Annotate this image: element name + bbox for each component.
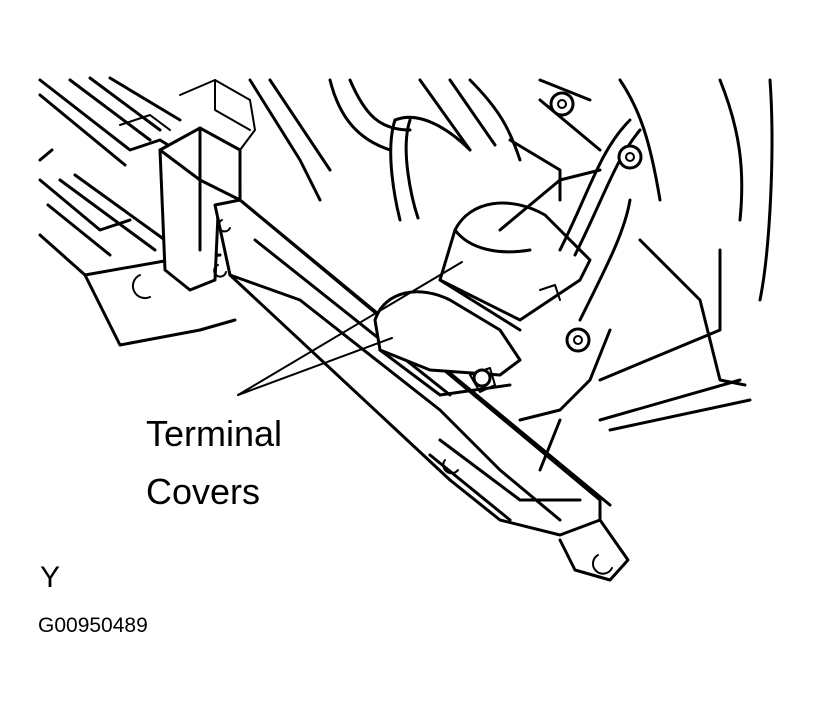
- top-harnesses: [248, 78, 774, 302]
- view-letter: Y: [40, 561, 61, 594]
- callout-label-terminal: Terminal: [146, 413, 283, 454]
- bolt-icons: [472, 91, 643, 388]
- callout-label-covers: Covers: [146, 471, 261, 512]
- right-cables: [498, 98, 752, 472]
- callout-leader-lines: [237, 261, 463, 396]
- terminal-cover-upper: [438, 201, 592, 332]
- figure-id: G00950489: [38, 614, 148, 637]
